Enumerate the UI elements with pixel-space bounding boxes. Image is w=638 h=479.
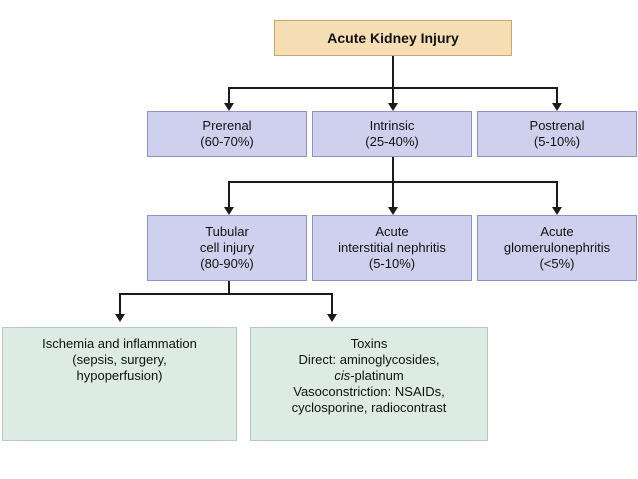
toxins-direct-line2: cis-platinum [334, 368, 403, 384]
tubular-percent: (80-90%) [200, 256, 254, 271]
arrow-interstitial [388, 207, 398, 215]
connector-glomerulo-drop [556, 181, 558, 208]
node-tubular-cell-injury: Tubular cell injury (80-90%) [147, 215, 307, 281]
connector-root-stem [392, 56, 394, 88]
intrinsic-label: Intrinsic [369, 118, 415, 133]
node-postrenal: Postrenal (5-10%) [477, 111, 637, 157]
connector-prerenal-drop [228, 87, 230, 104]
connector-intrinsic-stem [392, 157, 394, 182]
ischemia-line3: hypoperfusion) [76, 368, 163, 383]
node-prerenal: Prerenal (60-70%) [147, 111, 307, 157]
connector-level3-bar [119, 293, 333, 295]
connector-toxins-drop [331, 293, 333, 315]
connector-postrenal-drop [556, 87, 558, 104]
prerenal-label: Prerenal [202, 118, 252, 133]
node-acute-glomerulonephritis: Acute glomerulonephritis (<5%) [477, 215, 637, 281]
root-label: Acute Kidney Injury [327, 30, 459, 46]
prerenal-percent: (60-70%) [200, 134, 254, 149]
arrow-postrenal [552, 103, 562, 111]
glomerulo-line2: glomerulonephritis [503, 240, 611, 255]
toxins-vaso-line2: cyclosporine, radiocontrast [291, 400, 447, 415]
ischemia-line1: Ischemia and inflammation [42, 336, 197, 351]
connector-intrinsic-drop [392, 87, 394, 104]
connector-interstitial-drop [392, 181, 394, 208]
interstitial-line1: Acute [375, 224, 409, 239]
node-intrinsic: Intrinsic (25-40%) [312, 111, 472, 157]
root-node-acute-kidney-injury: Acute Kidney Injury [274, 20, 512, 56]
arrow-intrinsic [388, 103, 398, 111]
postrenal-percent: (5-10%) [533, 134, 581, 149]
toxins-direct-line1: Direct: aminoglycosides, [298, 352, 440, 367]
tubular-line2: cell injury [199, 240, 255, 255]
connector-ischemia-drop [119, 293, 121, 315]
glomerulo-percent: (<5%) [539, 256, 575, 271]
glomerulo-line1: Acute [540, 224, 574, 239]
intrinsic-percent: (25-40%) [365, 134, 419, 149]
arrow-prerenal [224, 103, 234, 111]
toxins-direct-italic: cis [334, 368, 351, 383]
node-acute-interstitial-nephritis: Acute interstitial nephritis (5-10%) [312, 215, 472, 281]
arrow-glomerulo [552, 207, 562, 215]
connector-tubular-drop [228, 181, 230, 208]
arrow-ischemia [115, 314, 125, 322]
node-ischemia-and-inflammation: Ischemia and inflammation (sepsis, surge… [2, 327, 237, 441]
ischemia-line2: (sepsis, surgery, [72, 352, 167, 367]
arrow-tubular [224, 207, 234, 215]
interstitial-percent: (5-10%) [368, 256, 416, 271]
connector-tubular-stem [228, 281, 230, 294]
tubular-line1: Tubular [205, 224, 249, 239]
toxins-direct-suffix: -platinum [350, 368, 404, 383]
interstitial-line2: interstitial nephritis [338, 240, 446, 255]
arrow-toxins [327, 314, 337, 322]
toxins-vaso-line1: Vasoconstriction: NSAIDs, [293, 384, 445, 399]
node-toxins: Toxins Direct: aminoglycosides, cis-plat… [250, 327, 488, 441]
toxins-title: Toxins [350, 336, 388, 351]
postrenal-label: Postrenal [529, 118, 585, 133]
